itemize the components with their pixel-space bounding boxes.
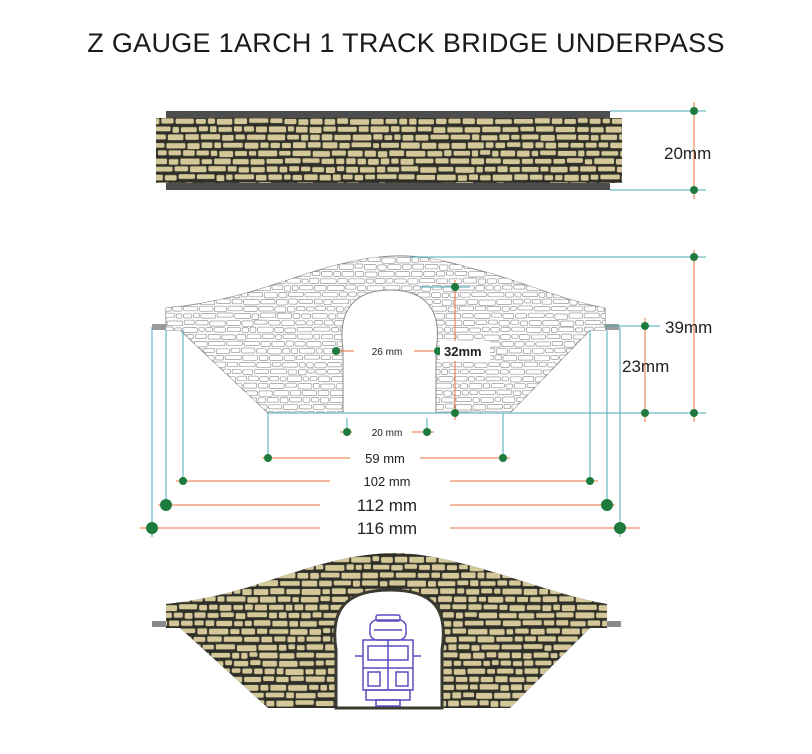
train-silhouette [355, 614, 421, 707]
front-view-with-train [152, 553, 621, 710]
elevation-view [152, 255, 619, 414]
left-track-stub [152, 324, 166, 330]
dimension-dots [146, 107, 698, 534]
label-total-height: 39mm [665, 318, 712, 337]
right-track-stub [605, 324, 619, 330]
label-side-height: 23mm [622, 357, 669, 376]
arch-opening-bottom [333, 588, 445, 710]
top-view [156, 111, 622, 190]
top-rail-upper [166, 111, 610, 118]
top-rail-lower [166, 183, 610, 190]
label-base-width: 59 mm [365, 451, 405, 466]
label-arch-height: 32mm [444, 344, 482, 359]
right-track-stub-bottom [607, 621, 621, 627]
top-wall-stones [156, 118, 622, 183]
left-track-stub-bottom [152, 621, 166, 627]
label-deck-width: 112 mm [357, 496, 417, 515]
label-top-height: 20mm [664, 144, 711, 163]
label-inner-width: 102 mm [364, 474, 411, 489]
diagram-title: Z GAUGE 1ARCH 1 TRACK BRIDGE UNDERPASS [87, 28, 725, 58]
label-overall-width: 116 mm [357, 519, 417, 538]
label-arch-width: 26 mm [372, 347, 403, 358]
label-arch-base-width: 20 mm [372, 428, 403, 439]
